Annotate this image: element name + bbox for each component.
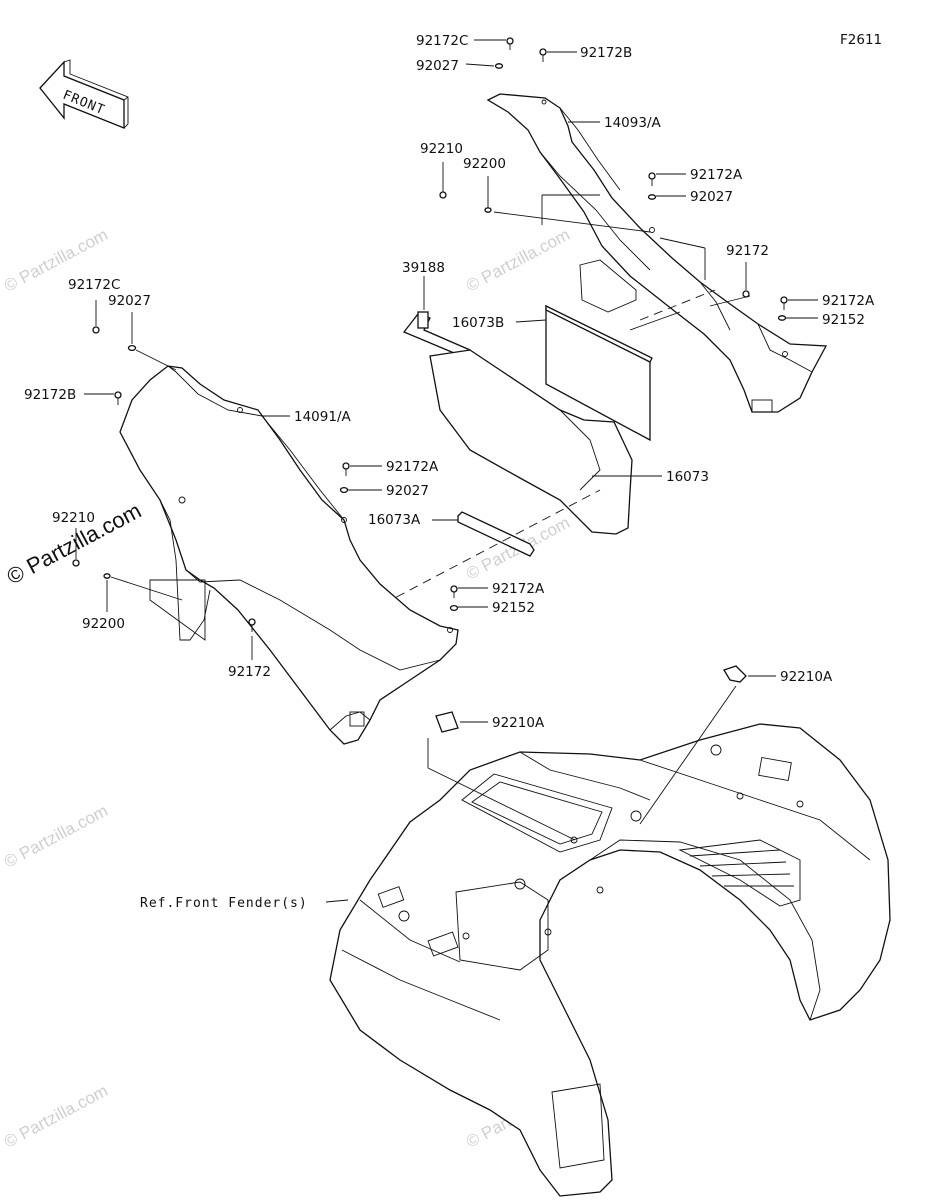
label-92172A-left: 92172A	[386, 459, 439, 475]
label-16073B: 16073B	[452, 315, 504, 331]
label-92172-upper: 92172	[726, 243, 769, 259]
ref-front-fender-label: Ref.Front Fender(s)	[140, 896, 308, 911]
front-arrow-icon: FRONT	[39, 59, 129, 129]
front-fender	[329, 723, 891, 1197]
label-92027-upper-b: 92027	[690, 189, 733, 205]
left-fasteners	[72, 326, 459, 632]
label-39188-text: 39188	[402, 260, 445, 276]
pad-16073A	[432, 511, 535, 557]
label-14093A: 14093/A	[604, 115, 661, 131]
label-92210-upper: 92210	[420, 141, 463, 157]
label-92152-upper: 92152	[822, 312, 865, 328]
svg-text:© Partzilla.com: © Partzilla.com	[1, 1081, 111, 1152]
clip-92210A-left	[427, 711, 576, 841]
label-92172A-upper: 92172A	[690, 167, 743, 183]
label-92152-left: 92152	[492, 600, 535, 616]
label-92172-left: 92172	[228, 664, 271, 680]
label-92172A-left-b: 92172A	[492, 581, 545, 597]
label-92200-left: 92200	[82, 616, 125, 632]
label-92172C-left: 92172C	[68, 277, 120, 293]
cover-14091A	[119, 365, 459, 745]
cover-14093A	[486, 93, 828, 413]
label-92172B-upper: 92172B	[580, 45, 632, 61]
ref-leader	[325, 899, 349, 903]
diagram-code: F2611	[840, 32, 882, 48]
svg-text:© Partzilla.com: © Partzilla.com	[1, 801, 111, 872]
label-92027-upper: 92027	[416, 58, 459, 74]
label-92200-upper: 92200	[463, 156, 506, 172]
label-16073: 16073	[666, 469, 709, 485]
label-92210A-right: 92210A	[780, 669, 833, 685]
pad-16073B	[515, 304, 653, 442]
svg-text:© Partzilla.com: © Partzilla.com	[463, 225, 573, 296]
upper-fasteners	[439, 37, 788, 321]
pad-16073	[429, 349, 662, 535]
clip-92210A-right	[639, 665, 776, 825]
left-leaders	[75, 300, 488, 660]
label-92172B-left: 92172B	[24, 387, 76, 403]
label-92210-left: 92210	[52, 510, 95, 526]
label-14091A: 14091/A	[294, 409, 351, 425]
label-92172C-upper: 92172C	[416, 33, 468, 49]
label-92172A-upper-b: 92172A	[822, 293, 875, 309]
label-92027-left: 92027	[108, 293, 151, 309]
label-92027-left-b: 92027	[386, 483, 429, 499]
label-92210A-left: 92210A	[492, 715, 545, 731]
centerline-upper	[639, 289, 716, 321]
upper-leaders	[442, 39, 818, 331]
label-16073A: 16073A	[368, 512, 421, 528]
